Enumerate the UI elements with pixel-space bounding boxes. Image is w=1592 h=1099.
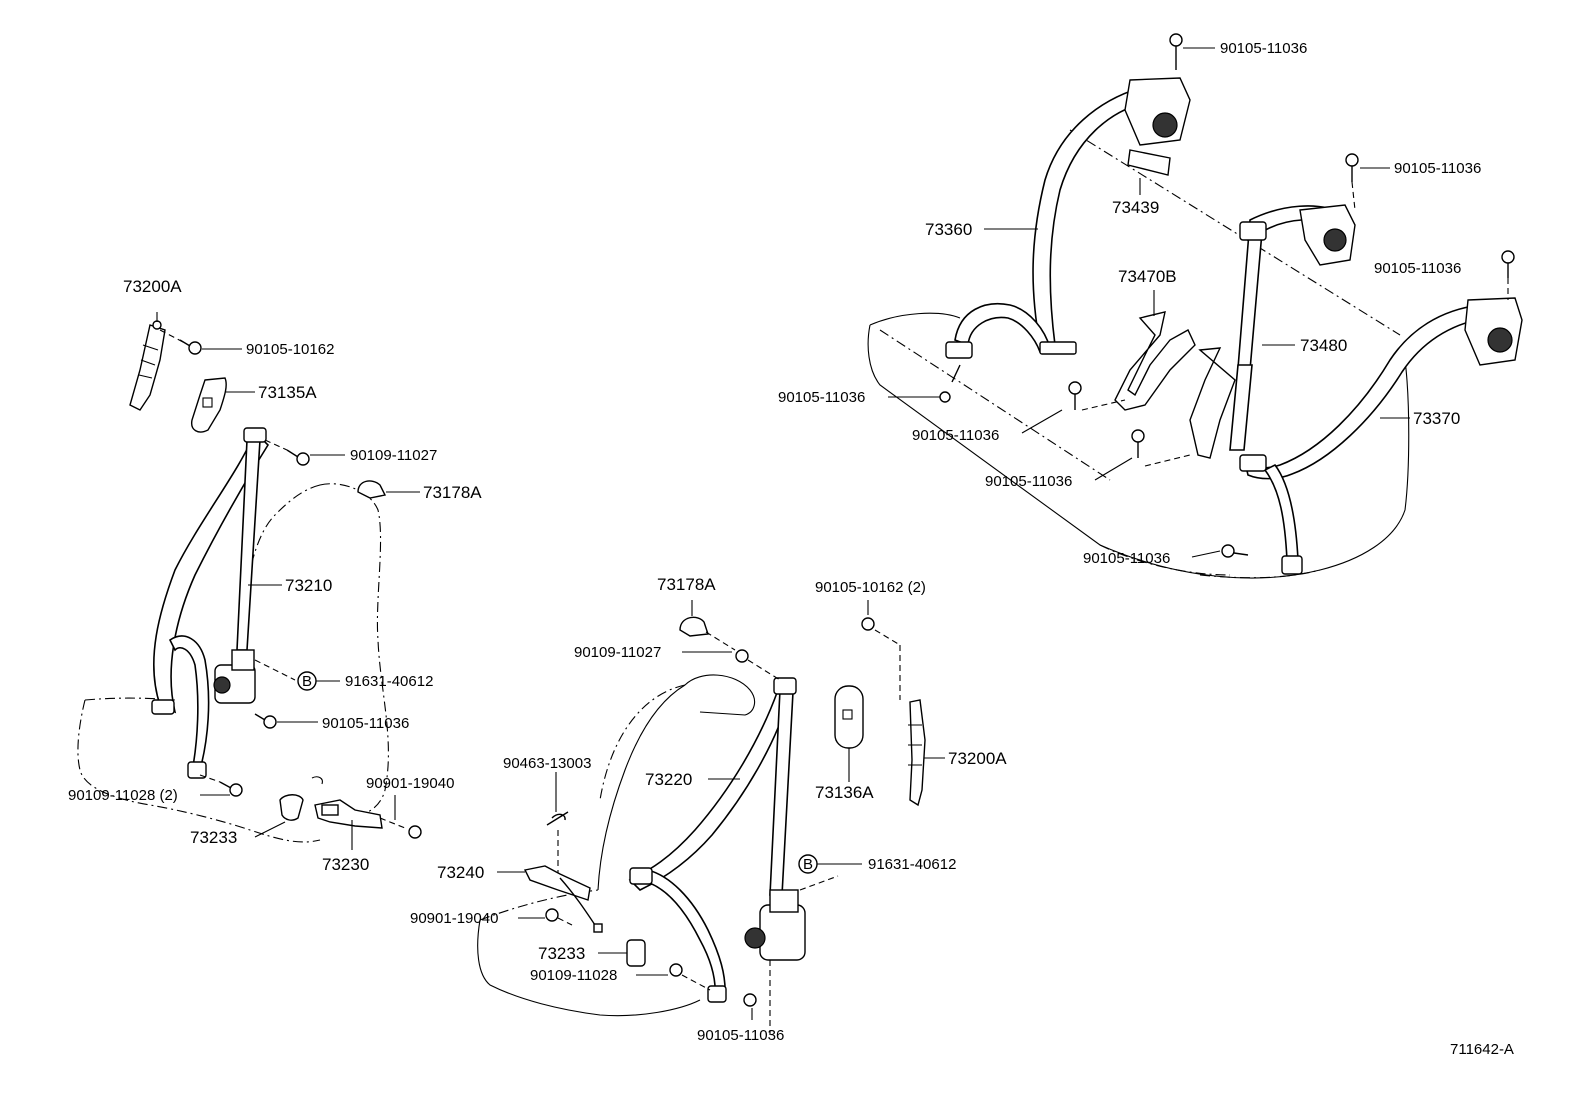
label-73233-left: 73233	[190, 828, 237, 847]
label-73439: 73439	[1112, 198, 1159, 217]
label-90109-11028-mid: 90109-11028	[530, 967, 617, 984]
label-73178A-left: 73178A	[423, 483, 482, 502]
marker-b-left: B	[302, 673, 312, 690]
bolt-90109-11027-left	[286, 449, 310, 466]
anchor-lap-mid	[629, 867, 653, 885]
anchor-73370-lap	[1239, 454, 1267, 472]
bolt-90105-11036-left	[254, 713, 277, 729]
front-seat-left-outline	[77, 483, 389, 843]
part-73233-left	[279, 794, 304, 821]
label-90105-11036-r4: 90105-11036	[778, 389, 865, 406]
front-seat-left-group: B 73200A	[68, 277, 482, 874]
marker-b-mid: B	[803, 856, 813, 873]
bolt-90901-19040-mid	[545, 908, 559, 922]
label-73370: 73370	[1413, 409, 1460, 428]
part-73470B-buckle	[1114, 311, 1236, 459]
anchor-lower-left	[187, 761, 207, 779]
label-73136A: 73136A	[815, 783, 874, 802]
bolt-90105-11036-r5	[1068, 381, 1082, 410]
label-90463-13003: 90463-13003	[503, 755, 591, 772]
label-73240: 73240	[437, 863, 484, 882]
part-73135A	[191, 377, 227, 433]
label-73233-mid: 73233	[538, 944, 585, 963]
belt-73210-lap	[168, 635, 210, 774]
label-73135A: 73135A	[258, 383, 317, 402]
label-73480: 73480	[1300, 336, 1347, 355]
label-90105-11036-r6: 90105-11036	[985, 473, 1072, 490]
anchor-73480-top	[1239, 221, 1267, 241]
rear-seat-group: 90105-11036 90105-11036 90105-11036 7343…	[778, 33, 1523, 579]
part-73233-mid	[626, 939, 646, 967]
belt-73220	[628, 688, 791, 891]
label-73178A-mid: 73178A	[657, 575, 716, 594]
anchor-73360-floor	[1039, 341, 1077, 355]
part-73230-buckle	[314, 799, 383, 829]
part-73439	[1127, 149, 1171, 176]
retractor-73480	[1299, 204, 1356, 266]
bolt-90105-11036-r3	[1501, 250, 1515, 278]
label-91631-40612-mid: 91631-40612	[868, 856, 956, 873]
retractor-left	[213, 649, 256, 704]
diagram-id: 711642-A	[1450, 1041, 1514, 1058]
label-91631-40612-left: 91631-40612	[345, 673, 433, 690]
anchor-lower-mid	[707, 985, 727, 1003]
bolt-90105-11036-r7	[1221, 544, 1249, 558]
label-73470B: 73470B	[1118, 267, 1177, 286]
anchor-73360-lap	[945, 341, 973, 359]
label-90105-11036-left: 90105-11036	[322, 715, 409, 732]
label-73200A-top: 73200A	[123, 277, 182, 296]
belt-73220-lap	[638, 869, 726, 996]
front-seat-mid-group: B 73178A 90109-11027 90105-10162 (2) 904…	[410, 575, 1007, 1044]
bolt-90105-11036-bottom	[743, 993, 757, 1007]
bolt-90901-19040-left	[408, 825, 422, 839]
label-90105-11036-r1: 90105-11036	[1220, 40, 1307, 57]
belt-73370-lap	[1263, 463, 1299, 561]
anchor-upper-left	[243, 427, 267, 443]
belt-73370	[1243, 304, 1487, 480]
part-90463-13003-clip	[546, 811, 569, 826]
label-90109-11028-2-left: 90109-11028 (2)	[68, 787, 178, 804]
part-73178A-mid	[679, 616, 709, 637]
bolt-90105-10162-top	[179, 339, 202, 355]
retractor-mid	[744, 889, 806, 961]
label-73230: 73230	[322, 855, 369, 874]
label-90901-19040-mid: 90901-19040	[410, 910, 498, 927]
part-73136A	[834, 685, 864, 749]
label-90109-11027-left: 90109-11027	[350, 447, 437, 464]
part-73200A-mid	[908, 699, 926, 807]
label-90109-11027-mid: 90109-11027	[574, 644, 661, 661]
bolt-90105-11036-r1	[1169, 33, 1183, 70]
label-73210: 73210	[285, 576, 332, 595]
bolt-90105-10162-2	[861, 617, 875, 631]
anchor-73370-floor	[1281, 555, 1303, 575]
bolt-90109-11028-left	[219, 781, 243, 797]
label-90105-11036-r7: 90105-11036	[1083, 550, 1170, 567]
part-73200A-top	[129, 320, 166, 411]
part-73178A-left	[357, 480, 387, 499]
retractor-73370	[1464, 297, 1523, 366]
bolt-90109-11027-mid	[735, 649, 749, 663]
retractor-73360	[1124, 77, 1191, 146]
front-seat-mid-outline	[477, 674, 756, 1017]
label-90105-11036-bottom: 90105-11036	[697, 1027, 784, 1044]
part-73240-buckle	[523, 865, 603, 933]
bolt-90109-11028-mid	[669, 963, 683, 977]
label-90105-10162-top: 90105-10162	[246, 341, 334, 358]
label-73360: 73360	[925, 220, 972, 239]
label-90105-11036-r2: 90105-11036	[1394, 160, 1481, 177]
anchor-lap-left	[151, 699, 175, 715]
label-73220: 73220	[645, 770, 692, 789]
label-73200A-mid: 73200A	[948, 749, 1007, 768]
label-90105-10162-2: 90105-10162 (2)	[815, 579, 926, 596]
anchor-upper-mid	[773, 677, 797, 695]
label-90105-11036-r3: 90105-11036	[1374, 260, 1461, 277]
label-90901-19040-left: 90901-19040	[366, 775, 454, 792]
bolt-90105-11036-r6	[1131, 429, 1145, 458]
label-90105-11036-r5: 90105-11036	[912, 427, 999, 444]
bolt-90105-11036-r2	[1345, 153, 1359, 182]
